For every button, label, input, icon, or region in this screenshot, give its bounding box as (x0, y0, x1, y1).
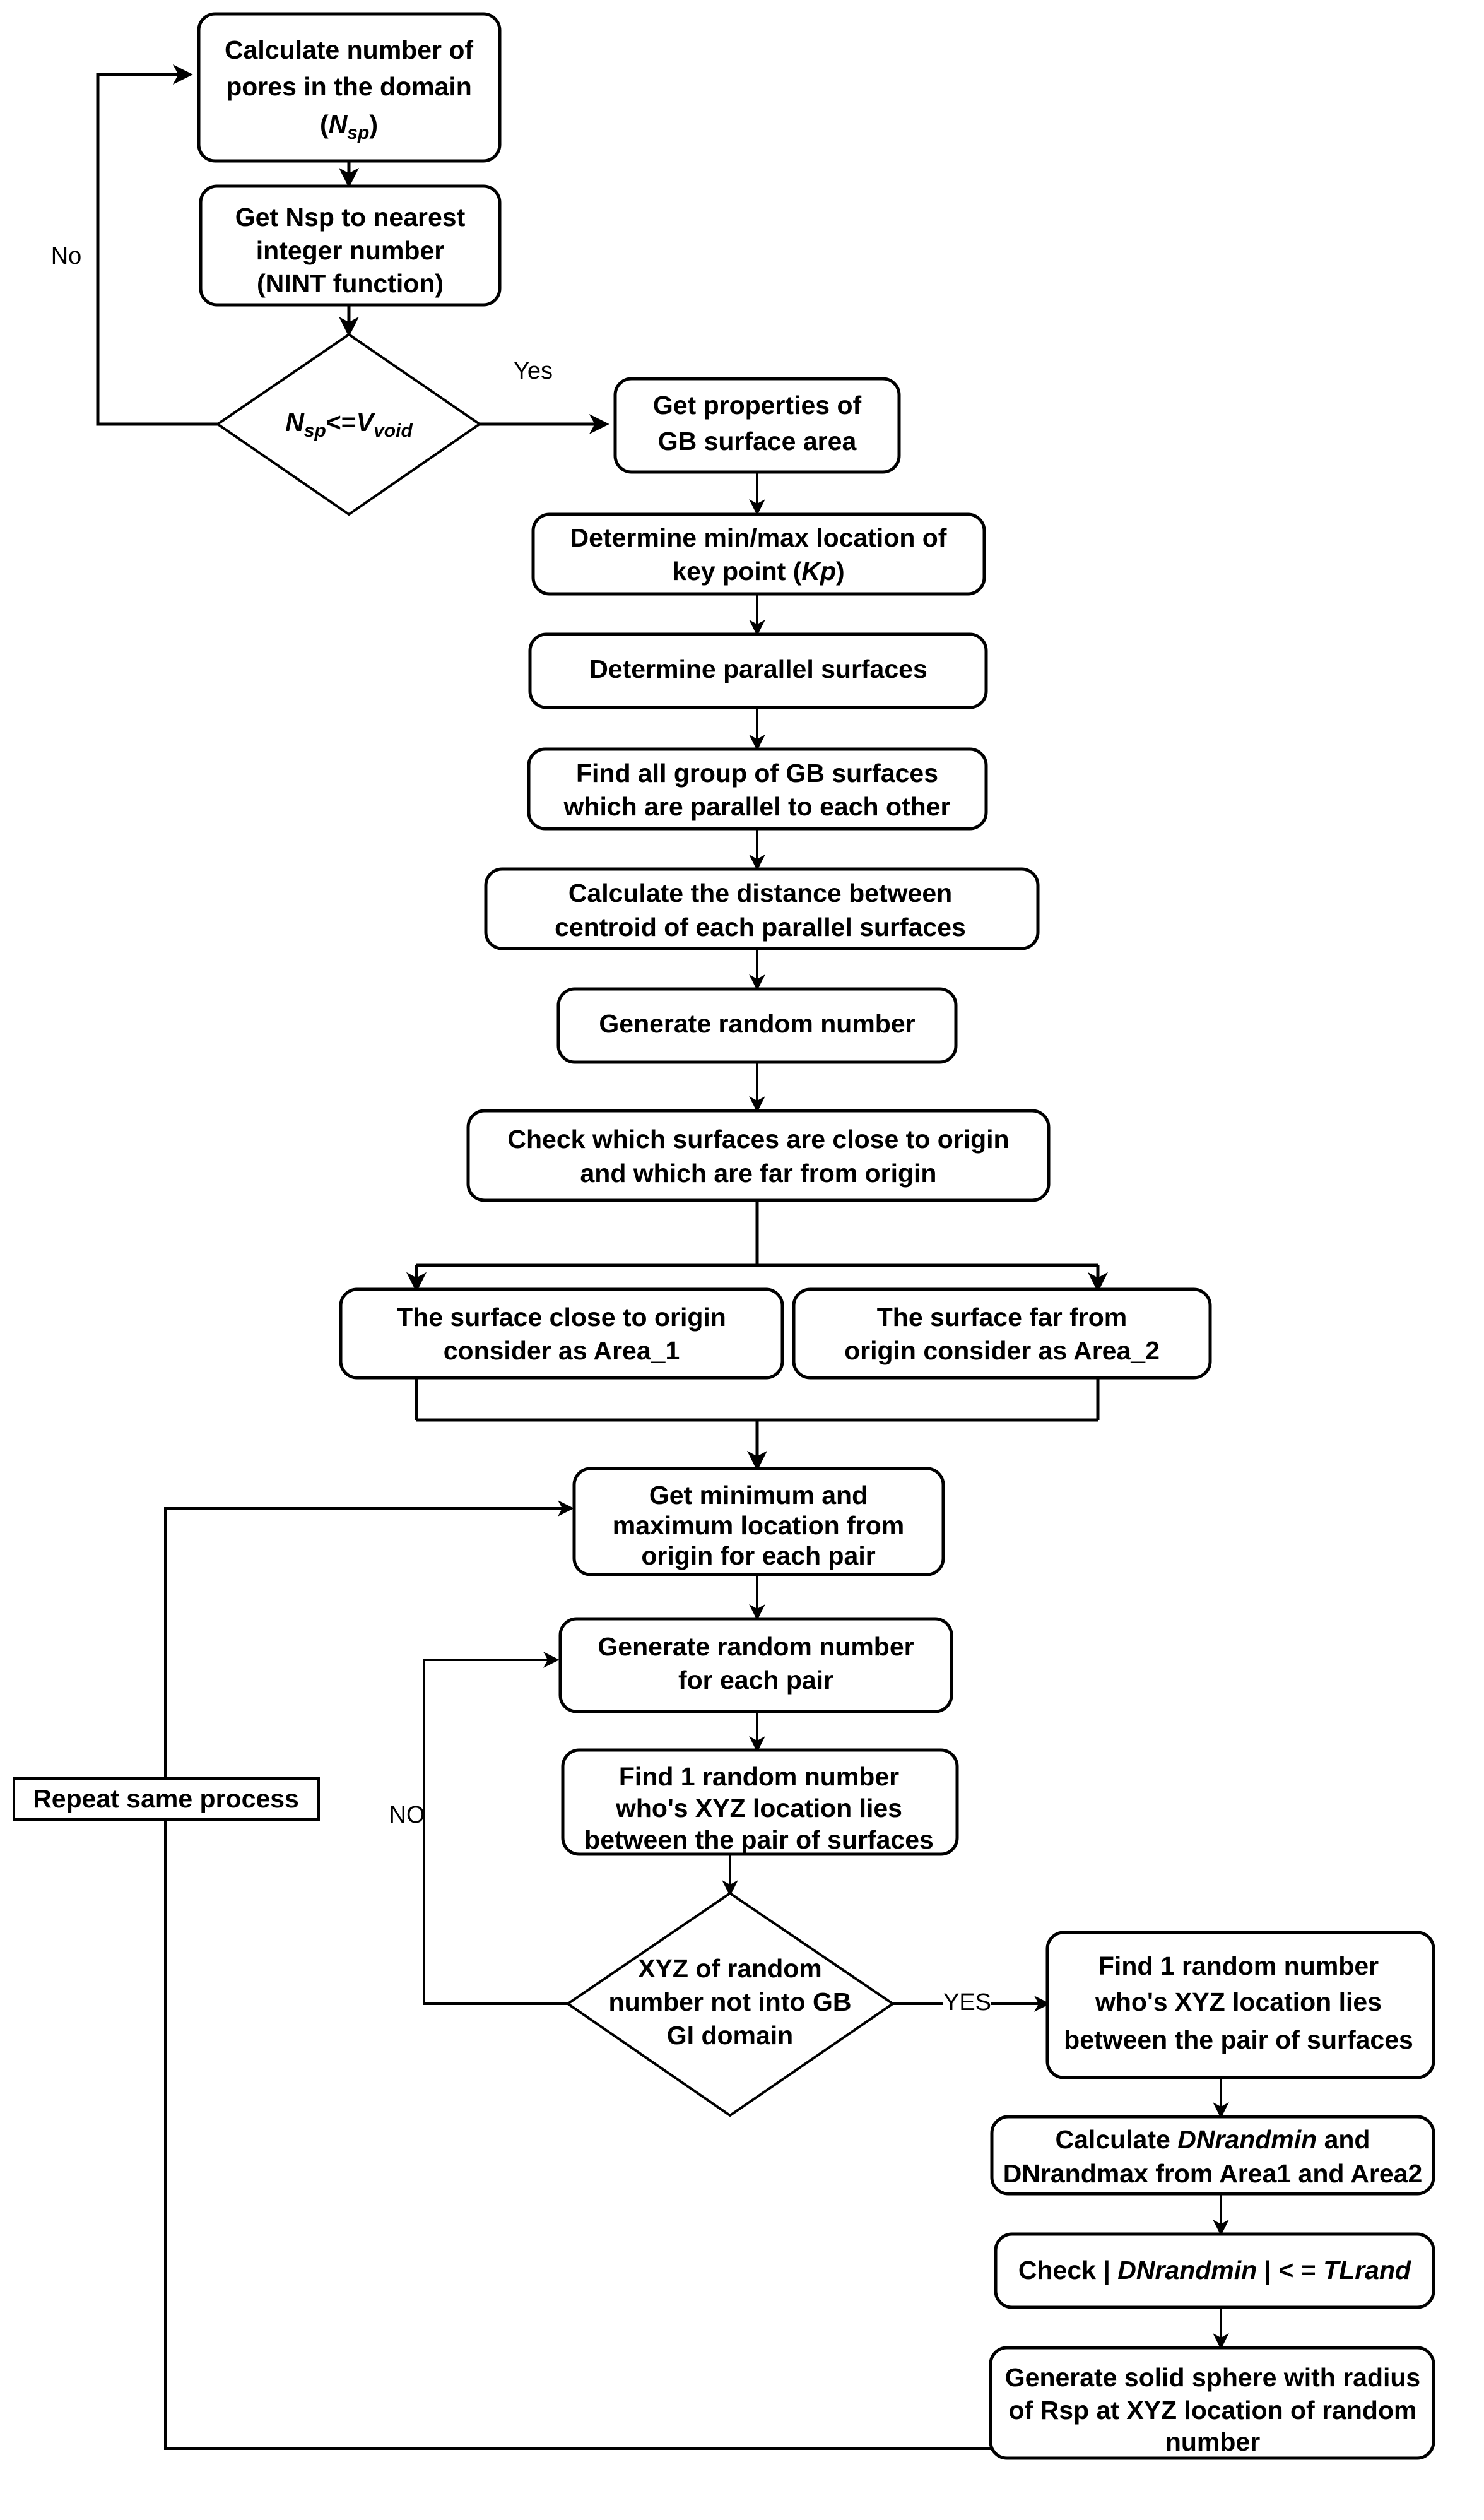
area1-box[interactable] (339, 1287, 784, 1380)
decision-xyz-line1: XYZ of random (638, 1954, 822, 1983)
calc-distance-line2: centroid of each parallel surfaces (555, 913, 966, 942)
calc-distance-box[interactable] (484, 867, 1040, 950)
edge-repeat-to-getminmax (164, 1500, 574, 1799)
decision-nsp-diamond[interactable] (215, 333, 482, 516)
node-find-random-right[interactable]: Find 1 random number who's XYZ location … (1045, 1931, 1435, 2079)
find-random-right-line2: who's XYZ location lies (1095, 1987, 1382, 2016)
node-repeat-label[interactable]: Repeat same process (13, 1777, 320, 1821)
calc-dnrand-line1: Calculate DNrandmin and (1056, 2125, 1370, 2154)
edge-label-yes-lower: YES (943, 1989, 991, 2016)
min-max-keypoint-box[interactable] (531, 512, 986, 596)
decision-nsp-label: Nsp<=Vvoid (285, 408, 413, 441)
gen-sphere-line2: of Rsp at XYZ location of random (1009, 2396, 1417, 2425)
min-max-keypoint-line1: Determine min/max location of (570, 523, 947, 552)
area2-box[interactable] (792, 1287, 1212, 1380)
edge-decision-no-loop (96, 64, 218, 426)
determine-parallel-box[interactable] (528, 632, 988, 709)
find-random-mid-line3: between the pair of surfaces (584, 1825, 934, 1854)
node-calculate-pores[interactable]: Calculate number of pores in the domain … (197, 12, 502, 163)
gen-random-pair-line2: for each pair (678, 1665, 833, 1695)
gen-sphere-line3: number (1165, 2427, 1260, 2456)
get-nsp-line1: Get Nsp to nearest (235, 203, 466, 232)
calculate-pores-box[interactable] (197, 12, 502, 163)
node-gen-sphere[interactable]: Generate solid sphere with radius of Rsp… (989, 2346, 1435, 2460)
node-determine-parallel[interactable]: Determine parallel surfaces (528, 632, 988, 709)
decision-xyz-line2: number not into GB (609, 1987, 852, 2016)
min-max-keypoint-line2: key point (Kp) (672, 557, 844, 586)
get-min-max-pair-line1: Get minimum and (649, 1481, 868, 1510)
get-gb-props-line1: Get properties of (653, 391, 862, 420)
repeat-label-text: Repeat same process (33, 1784, 299, 1813)
area1-line1: The surface close to origin (397, 1303, 726, 1332)
edge-label-no-lower: NO (389, 1802, 425, 1828)
gen-random-pair-box[interactable] (558, 1617, 953, 1713)
get-nsp-line3: (NINT function) (257, 269, 444, 298)
edge-gensphere-repeat-loop (164, 1799, 1021, 2450)
check-tlrand-line1: Check | DNrandmin | < = TLrand (1018, 2256, 1411, 2285)
area2-line1: The surface far from (877, 1303, 1127, 1332)
calculate-pores-line3: (Nsp) (320, 110, 378, 143)
area1-line2: consider as Area_1 (444, 1336, 680, 1365)
find-gb-groups-line2: which are parallel to each other (563, 792, 951, 821)
decision-xyz-diamond[interactable] (565, 1891, 895, 2117)
edge-label-no-upper: No (51, 243, 82, 269)
gen-random-line1: Generate random number (599, 1009, 915, 1038)
calculate-pores-line2: pores in the domain (226, 72, 472, 101)
get-nsp-nint-box[interactable] (199, 184, 502, 307)
edge-decisionxyz-no-loop (423, 1652, 568, 2005)
get-min-max-pair-box[interactable] (572, 1467, 945, 1576)
node-get-gb-props[interactable]: Get properties of GB surface area (613, 377, 901, 474)
check-tlrand-box[interactable] (994, 2232, 1435, 2309)
node-area1[interactable]: The surface close to origin consider as … (339, 1287, 784, 1380)
get-gb-props-line2: GB surface area (658, 427, 857, 456)
calculate-pores-line1: Calculate number of (225, 35, 473, 64)
gen-random-pair-line1: Generate random number (598, 1632, 914, 1661)
find-random-right-box[interactable] (1045, 1931, 1435, 2079)
repeat-label-box[interactable] (13, 1777, 320, 1821)
node-gen-random-pair[interactable]: Generate random number for each pair (558, 1617, 953, 1713)
area2-line2: origin consider as Area_2 (844, 1336, 1160, 1365)
node-find-random-mid[interactable]: Find 1 random number who's XYZ location … (561, 1748, 959, 1856)
node-calc-distance[interactable]: Calculate the distance between centroid … (484, 867, 1040, 950)
find-gb-groups-line1: Find all group of GB surfaces (576, 759, 938, 788)
node-decision-nsp[interactable]: Nsp<=Vvoid (215, 333, 482, 516)
find-gb-groups-box[interactable] (527, 747, 988, 831)
determine-parallel-line1: Determine parallel surfaces (589, 654, 928, 683)
node-get-nsp-nint[interactable]: Get Nsp to nearest integer number (NINT … (199, 184, 502, 307)
get-min-max-pair-line2: maximum location from (613, 1511, 904, 1540)
find-random-mid-line1: Find 1 random number (619, 1762, 899, 1791)
node-check-surfaces[interactable]: Check which surfaces are close to origin… (466, 1109, 1051, 1202)
node-check-tlrand[interactable]: Check | DNrandmin | < = TLrand (994, 2232, 1435, 2309)
check-surfaces-line2: and which are far from origin (580, 1159, 937, 1188)
node-calc-dnrand[interactable]: Calculate DNrandmin and DNrandmax from A… (990, 2115, 1435, 2196)
calc-distance-line1: Calculate the distance between (568, 878, 952, 908)
decision-xyz-line3: GI domain (667, 2021, 793, 2050)
edge-label-yes-upper: Yes (514, 358, 553, 384)
node-min-max-keypoint[interactable]: Determine min/max location of key point … (531, 512, 986, 596)
find-random-mid-box[interactable] (561, 1748, 959, 1856)
find-random-right-line1: Find 1 random number (1098, 1951, 1379, 1980)
calc-dnrand-line2: DNrandmax from Area1 and Area2 (1003, 2159, 1423, 2188)
find-random-mid-line2: who's XYZ location lies (615, 1794, 902, 1823)
gen-random-box[interactable] (556, 987, 958, 1064)
node-get-min-max-pair[interactable]: Get minimum and maximum location from or… (572, 1467, 945, 1576)
get-nsp-line2: integer number (256, 236, 444, 265)
node-area2[interactable]: The surface far from origin consider as … (792, 1287, 1212, 1380)
check-surfaces-line1: Check which surfaces are close to origin (507, 1125, 1009, 1154)
node-gen-random[interactable]: Generate random number (556, 987, 958, 1064)
get-min-max-pair-line3: origin for each pair (641, 1541, 875, 1570)
node-decision-xyz[interactable]: XYZ of random number not into GB GI doma… (565, 1891, 895, 2117)
get-gb-props-box[interactable] (613, 377, 901, 474)
gen-sphere-line1: Generate solid sphere with radius (1005, 2363, 1420, 2392)
gen-sphere-box[interactable] (989, 2346, 1435, 2460)
check-surfaces-box[interactable] (466, 1109, 1051, 1202)
find-random-right-line3: between the pair of surfaces (1064, 2025, 1413, 2054)
calc-dnrand-box[interactable] (990, 2115, 1435, 2196)
node-find-gb-groups[interactable]: Find all group of GB surfaces which are … (527, 747, 988, 831)
